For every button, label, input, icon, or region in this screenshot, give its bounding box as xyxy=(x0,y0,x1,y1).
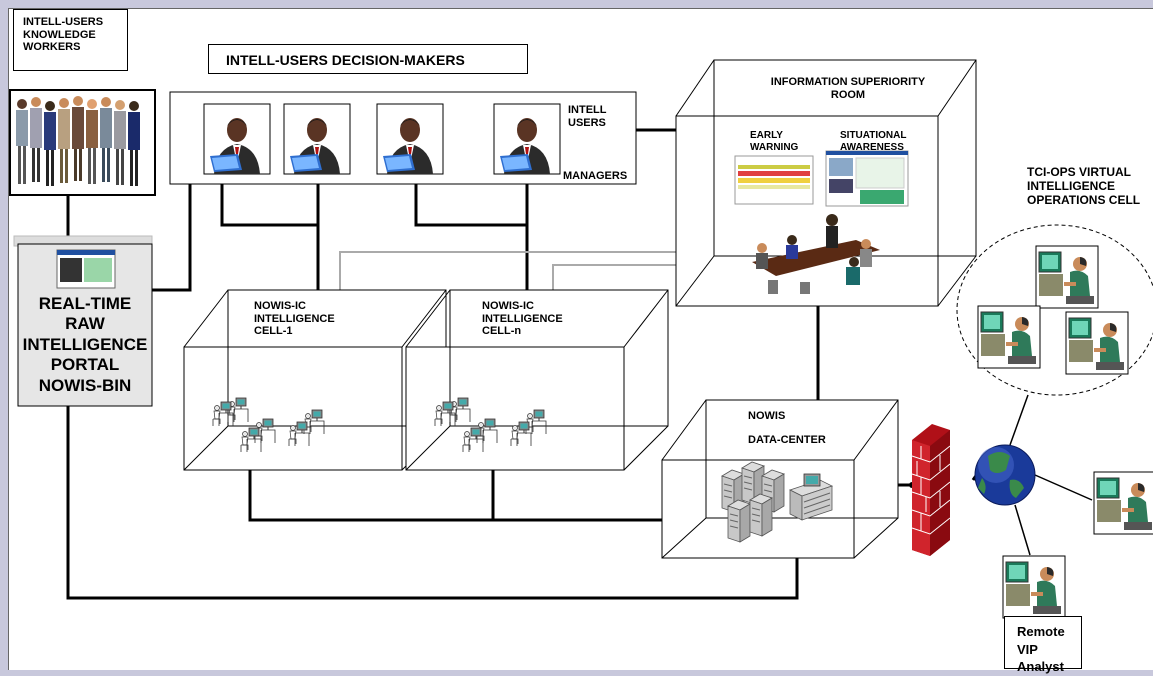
decision-makers-label: INTELL-USERS DECISION-MAKERS xyxy=(226,52,465,68)
server-rack-icon xyxy=(721,461,834,543)
knowledge-workers-label: INTELL-USERS KNOWLEDGE WORKERS xyxy=(23,16,104,54)
remote-analyst-icon xyxy=(1035,245,1099,309)
isr-title-label: INFORMATION SUPERIORITY ROOM xyxy=(770,76,926,101)
cell-n-label: NOWIS-IC INTELLIGENCE CELL-n xyxy=(482,300,563,338)
tci-ops-label: TCI-OPS VIRTUAL INTELLIGENCE OPERATIONS … xyxy=(1027,165,1141,207)
portal-box xyxy=(13,235,153,407)
decision-makers-title-box: INTELL-USERS DECISION-MAKERS xyxy=(208,44,528,74)
intell-users-label: INTELL USERS xyxy=(568,104,607,129)
cell-1-label: NOWIS-IC INTELLIGENCE CELL-1 xyxy=(254,300,335,338)
knowledge-workers-box: INTELL-USERS KNOWLEDGE WORKERS xyxy=(13,9,128,71)
manager-laptop-icon xyxy=(376,103,444,175)
secondary-connectors xyxy=(339,251,676,290)
monitor-screen-icon xyxy=(56,249,116,289)
early-warning-screen xyxy=(734,155,814,205)
manager-laptop-icon xyxy=(283,103,351,175)
nowis-label: NOWIS xyxy=(748,410,786,422)
situational-awareness-screen xyxy=(825,150,909,207)
firewall-icon xyxy=(911,424,951,556)
data-center-label: DATA-CENTER xyxy=(748,434,826,446)
remote-analyst-icon xyxy=(1065,311,1129,375)
managers-label: MANAGERS xyxy=(563,170,628,182)
manager-laptop-icon xyxy=(493,103,561,175)
manager-laptop-icon xyxy=(203,103,271,175)
remote-analyst-icon xyxy=(1093,471,1153,535)
remote-analyst-icon xyxy=(1002,555,1066,619)
cell-n-cube xyxy=(405,289,669,471)
connector-lines xyxy=(66,128,982,600)
remote-vip-box: Remote VIP Analyst xyxy=(1004,616,1082,674)
portal-label: REAL-TIME RAW INTELLIGENCE PORTAL NOWIS-… xyxy=(22,294,148,395)
remote-vip-label: Remote VIP Analyst xyxy=(1017,624,1065,675)
situational-awareness-label: SITUATIONAL AWARENESS xyxy=(840,130,907,153)
remote-analyst-icon xyxy=(977,305,1041,369)
globe-icon xyxy=(974,444,1036,506)
early-warning-label: EARLY WARNING xyxy=(750,130,799,153)
people-group-icon xyxy=(9,89,156,196)
conference-table-icon xyxy=(752,214,880,294)
